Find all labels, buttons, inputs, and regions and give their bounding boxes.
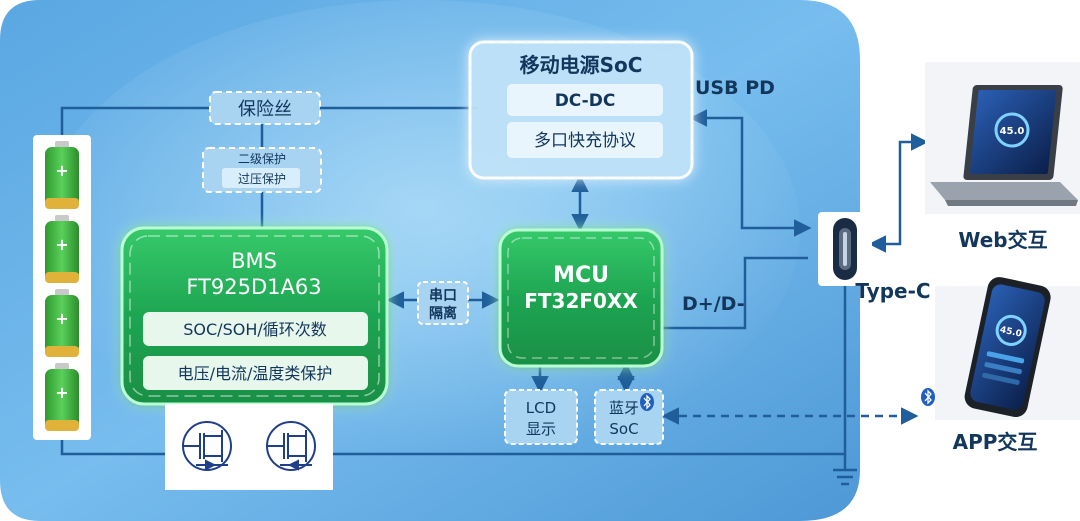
secondary-protection-line1: 二级保护 (238, 152, 286, 166)
ground-icon (833, 468, 857, 486)
laptop-screen-value: 45.0 (1000, 126, 1025, 137)
phone-screen-value: 45.0 (999, 325, 1023, 339)
dcdc-row (507, 84, 663, 116)
bms-row-soc-label: SOC/SOH/循环次数 (183, 320, 327, 339)
bms-model: FT925D1A63 (186, 275, 321, 299)
smartphone-icon: 45.0 (921, 277, 1080, 420)
battery-icon: + (45, 363, 79, 431)
secondary-protection-box: 二级保护 过压保护 (202, 147, 322, 193)
secondary-protection-line2: 过压保护 (238, 172, 286, 186)
typec-label: Type-C (855, 279, 930, 303)
lcd-box: LCD 显示 (504, 389, 578, 445)
soc-title: 移动电源SoC (520, 53, 643, 77)
lcd-line2: 显示 (526, 420, 556, 438)
battery-icon: + (45, 141, 79, 209)
mosfet-icon (266, 421, 316, 471)
bluetooth-soc-box: 蓝牙 SoC (594, 389, 664, 445)
mosfet-icon (182, 421, 232, 471)
mcu-block: MCU FT32F0XX (498, 228, 664, 368)
svg-text:+: + (55, 235, 68, 254)
serial-isolation-box: 串口 隔离 (417, 281, 469, 325)
battery-icon: + (45, 289, 79, 357)
mcu-title: MCU (553, 263, 609, 288)
dcdc-label: DC-DC (555, 91, 616, 111)
fuse-box: 保险丝 (209, 91, 321, 125)
bms-title: BMS (231, 249, 277, 273)
fuse-label: 保险丝 (238, 99, 292, 120)
laptop-icon: 45.0 (925, 62, 1080, 214)
wiring (60, 106, 929, 470)
svg-text:+: + (55, 383, 68, 402)
app-label: APP交互 (953, 430, 1038, 454)
svg-text:+: + (55, 161, 68, 180)
protocol-row (507, 122, 663, 158)
battery-pack: + + + + (33, 135, 91, 440)
serial-line2: 隔离 (429, 305, 457, 322)
bluetooth-icon (640, 393, 654, 411)
bluetooth-icon (921, 388, 935, 406)
power-soc-block: 移动电源SoC DC-DC 多口快充协议 (468, 40, 694, 180)
battery-icon: + (45, 215, 79, 283)
bms-row-protection-label: 电压/电流/温度类保护 (178, 364, 333, 383)
protocol-label: 多口快充协议 (534, 131, 636, 151)
bt-line2: SoC (609, 420, 638, 438)
bms-row-soc (143, 312, 368, 346)
dpdm-label: D+/D- (682, 293, 745, 315)
svg-text:+: + (55, 309, 68, 328)
usb-c-port-icon (818, 212, 872, 286)
bt-line1: 蓝牙 (609, 399, 639, 417)
lcd-line1: LCD (526, 399, 556, 417)
bms-block: BMS FT925D1A63 SOC/SOH/循环次数 电压/电流/温度类保护 (120, 226, 389, 406)
web-label: Web交互 (958, 228, 1047, 252)
bms-row-protection (143, 356, 368, 390)
mosfet-box (165, 404, 333, 490)
serial-line1: 串口 (429, 287, 457, 304)
usb-pd-label: USB PD (695, 77, 775, 99)
mcu-model: FT32F0XX (524, 289, 638, 313)
